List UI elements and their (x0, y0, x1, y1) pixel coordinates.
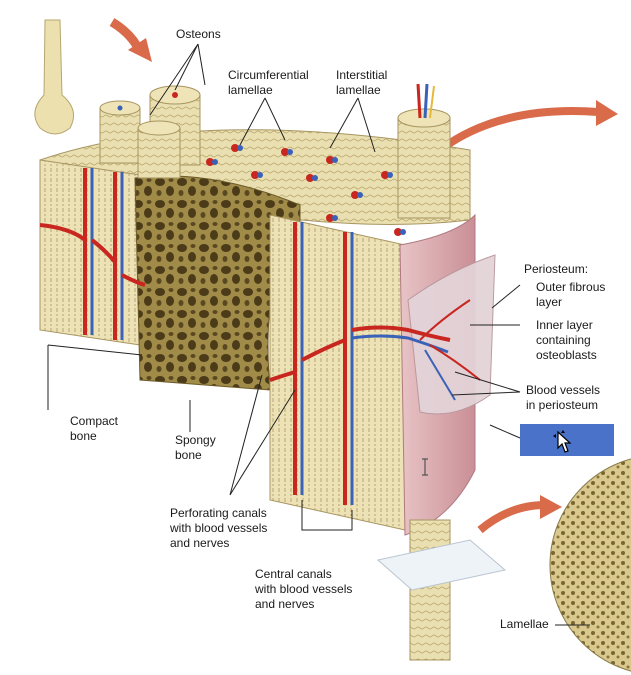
label-circumferential-lamellae: Circumferential lamellae (228, 68, 309, 97)
label-outer-fibrous-layer: Outer fibrous layer (536, 280, 606, 309)
osteon-canals (206, 144, 406, 236)
label-interstitial-lamellae: Interstitial lamellae (336, 68, 388, 97)
label-central-canals: Central canals with blood vessels and ne… (255, 567, 353, 611)
ibeam-cursor-icon (422, 458, 428, 476)
label-periosteum: Periosteum: (524, 262, 589, 276)
move-cursor-icon (553, 430, 572, 453)
label-perforating-canals: Perforating canals with blood vessels an… (170, 506, 268, 550)
protruding-osteon (397, 83, 451, 219)
vessels-left (39, 168, 146, 340)
leader-lines (47, 43, 590, 626)
label-lamellae: Lamellae (500, 617, 549, 631)
bone-shaft (376, 519, 507, 661)
label-inner-layer: Inner layer containing osteoblasts (536, 318, 597, 362)
label-compact-bone: Compact bone (70, 414, 119, 443)
arrow-top-left (109, 18, 152, 62)
long-bone-icon (34, 19, 75, 135)
compact-bone-left (39, 159, 141, 346)
arrow-top-right (437, 100, 618, 154)
osteon-cylinders (99, 85, 201, 179)
label-osteons: Osteons (176, 27, 221, 41)
arrow-to-disk (477, 495, 562, 534)
lamellae-disk (549, 458, 631, 672)
label-spongy-bone: Spongy bone (175, 433, 216, 462)
vessels-front (269, 222, 481, 505)
label-blood-vessels-periosteum: Blood vessels in periosteum (526, 383, 601, 412)
